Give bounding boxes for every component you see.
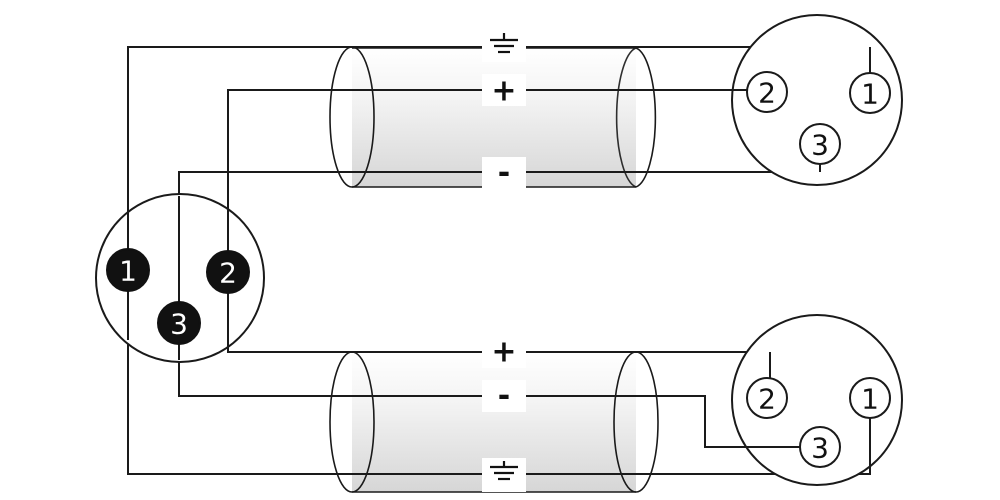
output-top-pin-1: 1 — [849, 72, 891, 114]
output-bottom-pin-3: 3 — [799, 426, 841, 468]
output-connector-top: 1 2 3 — [731, 14, 903, 186]
output-top-pin-3: 3 — [799, 123, 841, 165]
svg-text:2: 2 — [758, 383, 776, 416]
svg-text:3: 3 — [811, 432, 829, 465]
output-bottom-pin-1: 1 — [849, 377, 891, 419]
input-pin-1: 1 — [106, 248, 150, 292]
cable-bottom-right-end — [635, 351, 659, 493]
input-connector: 1 2 3 — [95, 193, 265, 363]
output-bottom-pin-2: 2 — [746, 377, 788, 419]
cable-bottom-negative-label: - — [498, 379, 510, 414]
cable-top-right-end — [635, 47, 657, 188]
ground-icon — [490, 461, 518, 481]
cable-bottom-labels: + - — [482, 335, 526, 492]
svg-text:1: 1 — [119, 255, 137, 288]
cable-top-negative-label: - — [498, 156, 510, 191]
cable-top-labels: + - — [482, 28, 526, 191]
ground-icon — [490, 33, 518, 54]
cable-bottom-positive-label: + — [491, 335, 516, 370]
output-top-pin-2: 2 — [746, 71, 788, 113]
svg-text:1: 1 — [861, 383, 879, 416]
svg-text:2: 2 — [758, 77, 776, 110]
svg-text:1: 1 — [861, 78, 879, 111]
svg-text:3: 3 — [811, 129, 829, 162]
input-pin-3: 3 — [157, 301, 201, 345]
cable-top-positive-label: + — [491, 74, 516, 109]
svg-text:3: 3 — [170, 308, 188, 341]
input-pin-2: 2 — [206, 250, 250, 294]
svg-text:2: 2 — [219, 257, 237, 290]
output-connector-bottom: 1 2 3 — [731, 314, 903, 486]
